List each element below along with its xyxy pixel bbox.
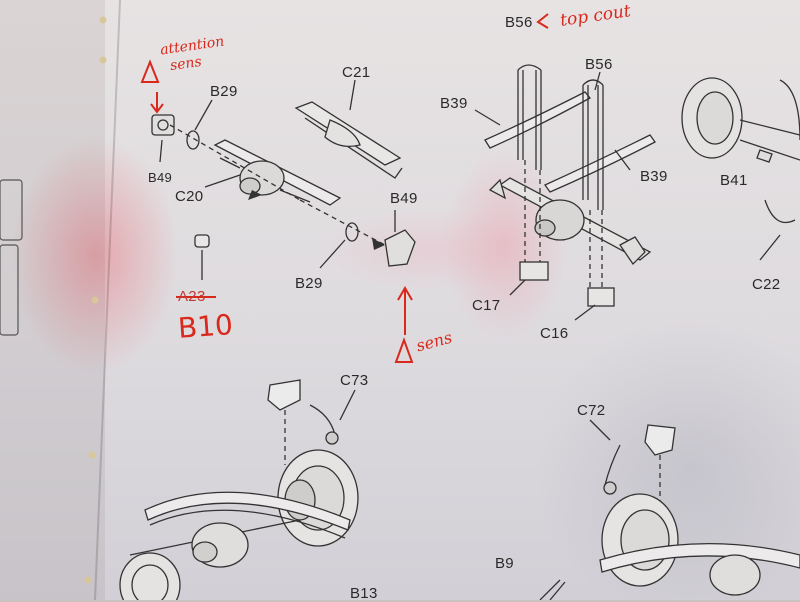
part-label-c72: C72 — [577, 402, 606, 419]
part-label-c17: C17 — [472, 297, 501, 314]
note-b10: B10 — [176, 308, 234, 345]
part-label-b56-left: B56 — [505, 14, 533, 31]
part-label-b29-top: B29 — [210, 83, 238, 100]
part-label-c20: C20 — [175, 188, 204, 205]
part-label-b39-left: B39 — [440, 95, 468, 112]
part-label-b29-bottom: B29 — [295, 275, 323, 292]
part-label-b39-right: B39 — [640, 168, 668, 185]
part-label-b56-right: B56 — [585, 56, 613, 73]
part-label-b41: B41 — [720, 172, 748, 189]
part-label-c73: C73 — [340, 372, 369, 389]
part-label-b49-right: B49 — [390, 190, 418, 207]
part-label-c16: C16 — [540, 325, 569, 342]
part-label-a23: A23 — [178, 288, 206, 305]
part-label-b13: B13 — [350, 585, 378, 602]
part-label-c21: C21 — [342, 64, 371, 81]
part-label-c22: C22 — [752, 276, 781, 293]
part-label-b9: B9 — [495, 555, 514, 572]
part-label-b49-left: B49 — [148, 170, 173, 185]
